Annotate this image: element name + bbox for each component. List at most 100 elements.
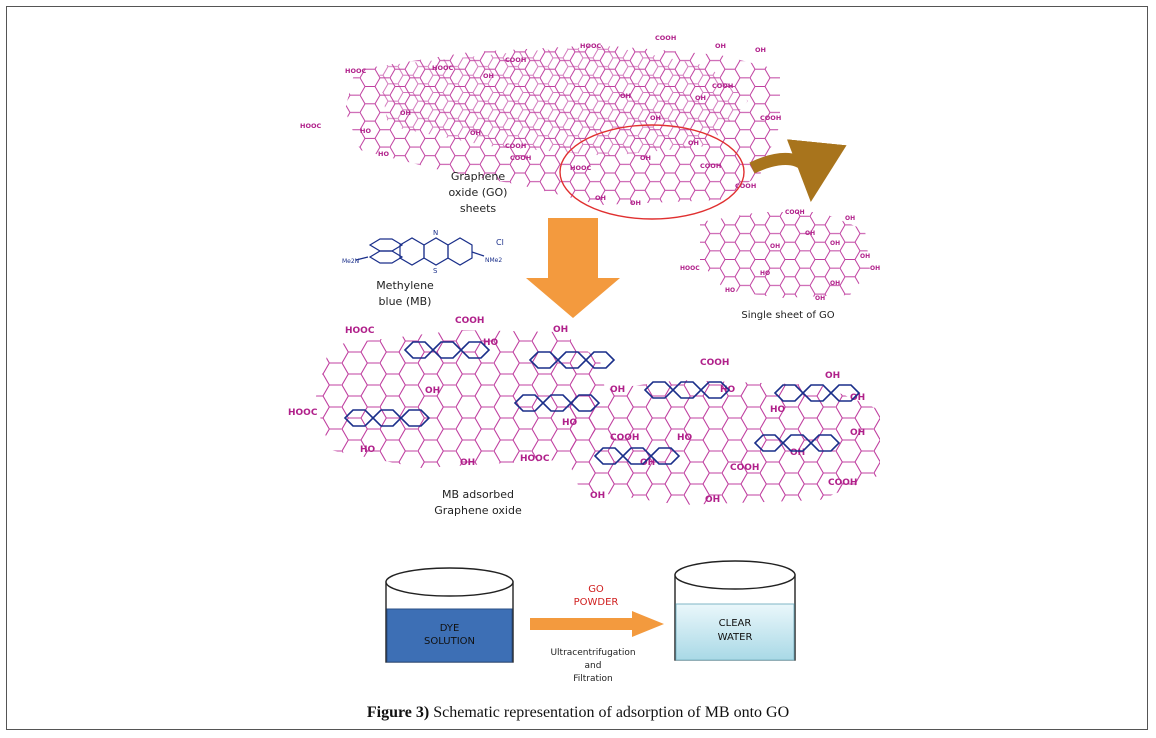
functional-group-label: HOOC [580,42,601,50]
functional-group-label: HO [360,445,376,455]
functional-group-label: OH [595,194,606,202]
svg-text:Graphene oxide: Graphene oxide [434,504,522,517]
svg-text:WATER: WATER [718,632,753,643]
functional-group-label: OH [688,139,699,147]
process-label: Ultracentrifugation and Filtration [550,648,635,684]
functional-group-label: OH [705,495,720,505]
figure-caption: Figure 3) Schematic representation of ad… [366,704,790,721]
selection-ellipse [559,124,745,220]
svg-text:Graphene: Graphene [451,170,505,183]
functional-group-label: HO [483,338,499,348]
functional-group-label: OH [483,72,494,80]
functional-group-label: OH [400,109,411,117]
functional-group-label: OH [470,129,481,137]
functional-group-label: OH [850,393,865,403]
single-sheet-label: Single sheet of GO [741,310,834,321]
svg-text:NMe2: NMe2 [485,257,502,264]
methylene-blue-molecule [355,237,485,266]
functional-group-label: HO [378,150,389,158]
functional-group-label: OH [425,386,440,396]
svg-text:POWDER: POWDER [574,597,619,608]
functional-group-label: HO [720,385,736,395]
functional-group-label: COOH [760,114,781,122]
functional-group-label: OH [825,371,840,381]
svg-text:Filtration: Filtration [573,674,613,684]
functional-group-label: OH [830,280,840,287]
functional-group-label: COOH [828,478,857,488]
functional-group-label: OH [845,215,855,222]
functional-group-label: OH [805,230,815,237]
down-arrow [526,218,620,318]
svg-text:Methylene: Methylene [376,279,434,292]
svg-text:Me2N: Me2N [342,258,359,265]
go-sheets-label: Graphene oxide (GO) sheets [449,170,508,215]
functional-group-label: OH [770,243,780,250]
functional-group-label: COOH [700,358,729,368]
svg-text:CLEAR: CLEAR [719,618,752,629]
svg-text:MB adsorbed: MB adsorbed [442,488,514,501]
svg-text:N: N [433,229,438,237]
functional-group-label: OH [650,114,661,122]
functional-group-label: HOOC [520,454,550,464]
functional-group-label: HO [770,405,786,415]
mb-adsorbed-label: MB adsorbed Graphene oxide [434,488,522,517]
functional-group-label: OH [640,458,655,468]
functional-group-label: OH [640,154,651,162]
dye-solution-beaker: DYE SOLUTION [385,567,514,663]
functional-group-label: OH [460,458,475,468]
functional-group-label: OH [630,199,641,207]
functional-group-label: COOH [700,162,721,170]
go-powder-label: GO POWDER [574,584,619,608]
go-sheets-top: HOOC COOH HOOC COOH OH OH HOOC OH COOH COOH OH HO HO… [300,34,781,207]
svg-text:sheets: sheets [460,202,497,215]
functional-group-label: OH [620,92,631,100]
functional-group-label: HOOC [345,67,366,75]
functional-group-label: OH [715,42,726,50]
functional-group-label: HOOC [432,64,453,72]
functional-group-label: COOH [610,433,639,443]
svg-text:DYE: DYE [440,623,460,634]
functional-group-label: COOH [735,182,756,190]
functional-group-label: OH [850,428,865,438]
functional-group-label: OH [590,491,605,501]
functional-group-label: OH [695,94,706,102]
functional-group-label: COOH [655,34,676,42]
functional-group-label: COOH [730,463,759,473]
svg-text:and: and [585,661,602,671]
functional-group-label: COOH [785,209,805,216]
methylene-blue-label: Methylene blue (MB) [376,279,434,308]
functional-group-label: COOH [712,82,733,90]
figure-frame [6,6,1148,730]
functional-group-label: COOH [455,316,484,326]
svg-text:GO: GO [588,584,604,595]
functional-group-label: OH [553,325,568,335]
functional-group-label: COOH [505,142,526,150]
functional-group-label: HO [562,418,578,428]
svg-text:oxide (GO): oxide (GO) [449,186,508,199]
functional-group-label: HO [760,270,770,277]
functional-group-label: OH [790,448,805,458]
functional-group-label: OH [610,385,625,395]
process-arrow [530,611,664,637]
svg-text:S: S [433,267,438,275]
functional-group-label: HOOC [570,164,591,172]
clear-water-beaker: CLEAR WATER [674,560,796,661]
functional-group-label: OH [860,253,870,260]
svg-text:Cl: Cl [496,238,504,247]
functional-group-label: HOOC [680,265,700,272]
functional-group-label: HOOC [300,122,321,130]
svg-text:Ultracentrifugation: Ultracentrifugation [550,648,635,658]
svg-text:SOLUTION: SOLUTION [424,636,475,647]
functional-group-label: HO [677,433,693,443]
functional-group-label: OH [815,295,825,302]
functional-group-label: COOH [510,154,531,162]
mb-molecule-atoms: Me2N NMe2 N S Cl [342,229,504,275]
functional-group-label: COOH [505,56,526,64]
functional-group-label: OH [755,46,766,54]
functional-group-label: HO [360,127,371,135]
functional-group-label: HOOC [345,326,375,336]
functional-group-label: OH [870,265,880,272]
